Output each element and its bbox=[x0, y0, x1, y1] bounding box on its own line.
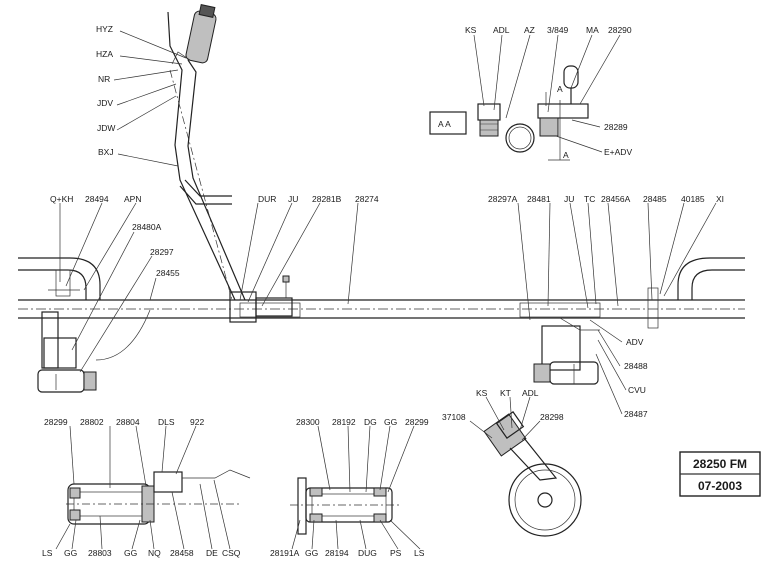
label-40185: 40185 bbox=[681, 194, 705, 204]
label-dg: DG bbox=[364, 417, 377, 427]
label-csq: CSQ bbox=[222, 548, 241, 558]
label-28456a: 28456A bbox=[601, 194, 631, 204]
label-28299-mid: 28299 bbox=[405, 417, 429, 427]
label-nq: NQ bbox=[148, 548, 161, 558]
detail-bottom-left bbox=[66, 469, 251, 525]
label-28290: 28290 bbox=[608, 25, 632, 35]
label-ks-caster: KS bbox=[476, 388, 488, 398]
handle-assembly bbox=[167, 4, 293, 323]
label-xi: XI bbox=[716, 194, 724, 204]
label-28298: 28298 bbox=[540, 412, 564, 422]
label-section-a-upper: A bbox=[557, 84, 563, 94]
label-dls: DLS bbox=[158, 417, 175, 427]
label-bxj: BXJ bbox=[98, 147, 114, 157]
label-ju-left: JU bbox=[288, 194, 298, 204]
label-28297a: 28297A bbox=[488, 194, 518, 204]
label-28194: 28194 bbox=[325, 548, 349, 558]
label-e-adv: E+ADV bbox=[604, 147, 632, 157]
label-28299-left: 28299 bbox=[44, 417, 68, 427]
part-labels: HYZ HZA NR JDV JDW BXJ Q+KH 28494 APN 28… bbox=[42, 24, 724, 558]
label-37108: 37108 bbox=[442, 412, 466, 422]
label-jdw: JDW bbox=[97, 123, 115, 133]
label-nr: NR bbox=[98, 74, 110, 84]
label-cvu: CVU bbox=[628, 385, 646, 395]
label-28804: 28804 bbox=[116, 417, 140, 427]
leader-lines bbox=[55, 30, 717, 550]
label-adl-caster: ADL bbox=[522, 388, 539, 398]
label-ls-left: LS bbox=[42, 548, 53, 558]
label-jdv: JDV bbox=[97, 98, 113, 108]
label-gg-left-2: GG bbox=[124, 548, 137, 558]
label-28274: 28274 bbox=[355, 194, 379, 204]
label-922: 922 bbox=[190, 417, 204, 427]
caster-wheel bbox=[483, 411, 582, 537]
label-28485: 28485 bbox=[643, 194, 667, 204]
label-gg-mid-top: GG bbox=[384, 417, 397, 427]
label-28297: 28297 bbox=[150, 247, 174, 257]
label-28802: 28802 bbox=[80, 417, 104, 427]
label-section-a-lower: A bbox=[563, 150, 569, 160]
label-28481: 28481 bbox=[527, 194, 551, 204]
label-28803: 28803 bbox=[88, 548, 112, 558]
label-28487: 28487 bbox=[624, 409, 648, 419]
right-bent-pipe bbox=[647, 257, 745, 329]
label-qkh: Q+KH bbox=[50, 194, 73, 204]
label-28191a: 28191A bbox=[270, 548, 300, 558]
label-28480a: 28480A bbox=[132, 222, 162, 232]
label-28458: 28458 bbox=[170, 548, 194, 558]
label-ju-right: JU bbox=[564, 194, 574, 204]
detail-bottom-middle bbox=[290, 477, 400, 535]
label-ls-mid: LS bbox=[414, 548, 425, 558]
left-bent-pipe bbox=[18, 257, 101, 300]
label-adl-top: ADL bbox=[493, 25, 510, 35]
label-section-aa: A A bbox=[438, 119, 451, 129]
label-gg-left-1: GG bbox=[64, 548, 77, 558]
label-28300: 28300 bbox=[296, 417, 320, 427]
label-ks-top: KS bbox=[465, 25, 477, 35]
title-block: 28250 FM 07-2003 bbox=[679, 451, 761, 497]
label-3-849: 3/849 bbox=[547, 25, 569, 35]
label-dug: DUG bbox=[358, 548, 377, 558]
label-28281b: 28281B bbox=[312, 194, 342, 204]
left-motor-unit bbox=[37, 309, 151, 393]
label-28455: 28455 bbox=[156, 268, 180, 278]
label-ps: PS bbox=[390, 548, 402, 558]
label-28192: 28192 bbox=[332, 417, 356, 427]
right-motor-unit bbox=[533, 317, 600, 385]
main-beam bbox=[18, 299, 745, 319]
drawing-number: 28250 FM bbox=[693, 457, 747, 471]
label-apn: APN bbox=[124, 194, 141, 204]
label-hyz: HYZ bbox=[96, 24, 113, 34]
section-aa bbox=[429, 65, 589, 161]
label-28289: 28289 bbox=[604, 122, 628, 132]
label-dur: DUR bbox=[258, 194, 276, 204]
label-az: AZ bbox=[524, 25, 535, 35]
label-ma: MA bbox=[586, 25, 599, 35]
drawing-date: 07-2003 bbox=[698, 479, 742, 493]
label-28494: 28494 bbox=[85, 194, 109, 204]
label-28488: 28488 bbox=[624, 361, 648, 371]
label-gg-mid-bottom: GG bbox=[305, 548, 318, 558]
label-kt: KT bbox=[500, 388, 511, 398]
label-adv: ADV bbox=[626, 337, 644, 347]
label-de: DE bbox=[206, 548, 218, 558]
label-tc: TC bbox=[584, 194, 595, 204]
label-hza: HZA bbox=[96, 49, 113, 59]
